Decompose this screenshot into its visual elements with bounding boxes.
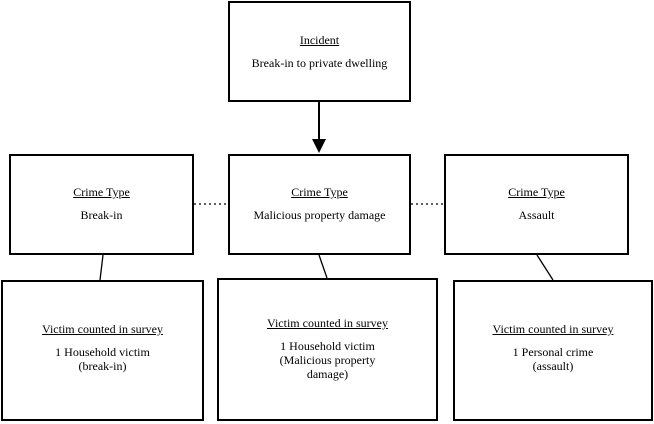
- crime-type-heading: Crime Type: [291, 185, 348, 199]
- victim-line-2: (Malicious property: [279, 353, 376, 367]
- victim-line-2: (assault): [532, 359, 574, 373]
- victim-box-household-property-damage: Victim counted in survey 1 Household vic…: [217, 278, 438, 421]
- victim-box-personal-assault: Victim counted in survey 1 Personal crim…: [453, 280, 653, 421]
- crime-to-victim-line-3: [536, 254, 554, 281]
- crime-type-text: Break-in: [80, 208, 123, 222]
- victim-line-3: damage): [306, 367, 349, 381]
- crime-to-victim-line-2: [318, 254, 328, 279]
- victim-heading: Victim counted in survey: [267, 316, 388, 330]
- victim-line-1: 1 Personal crime: [512, 345, 594, 359]
- victim-heading: Victim counted in survey: [492, 322, 614, 336]
- crime-type-heading: Crime Type: [73, 185, 130, 199]
- arrowhead-icon: [312, 139, 326, 153]
- crime-to-victim-line-1: [99, 254, 104, 281]
- victim-box-household-break-in: Victim counted in survey 1 Household vic…: [1, 280, 204, 421]
- crime-type-text: Assault: [518, 208, 555, 222]
- victim-line-2: (break-in): [78, 359, 127, 373]
- incident-text: Break-in to private dwelling: [251, 56, 388, 70]
- crime-type-box-assault: Crime Type Assault: [444, 154, 629, 255]
- crime-type-box-property-damage: Crime Type Malicious property damage: [228, 154, 411, 255]
- incident-heading: Incident: [299, 33, 340, 47]
- crime-type-heading: Crime Type: [508, 185, 565, 199]
- victim-heading: Victim counted in survey: [42, 322, 163, 336]
- victim-line-1: 1 Household victim: [280, 339, 375, 353]
- crime-type-text: Malicious property damage: [253, 208, 386, 222]
- crime-type-box-break-in: Crime Type Break-in: [9, 154, 194, 255]
- incident-box: Incident Break-in to private dwelling: [228, 1, 411, 102]
- victim-line-1: 1 Household victim: [55, 345, 150, 359]
